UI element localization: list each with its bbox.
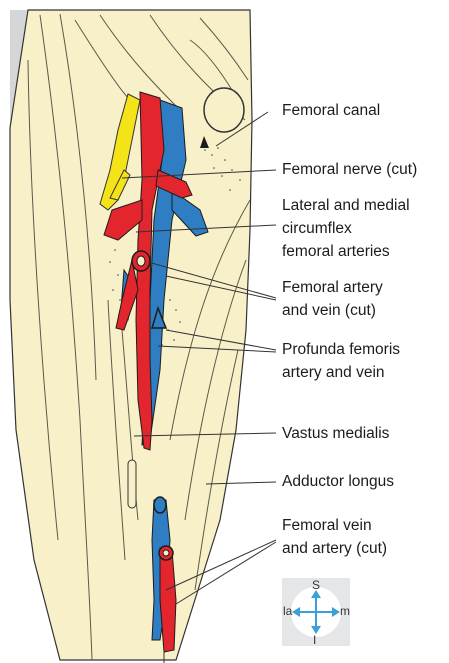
label-femoral-va-line2: and artery (cut) — [282, 539, 387, 559]
label-femoral-va-line1: Femoral vein — [282, 516, 372, 536]
femoral-vein-lower-cut — [154, 497, 166, 513]
compass-inferior-label: I — [313, 633, 316, 647]
femoral-artery-lower-lumen — [163, 550, 169, 556]
label-circumflex-line3: femoral arteries — [282, 242, 390, 262]
label-circumflex-line2: circumflex — [282, 219, 352, 239]
small-vessel-segment — [128, 460, 136, 508]
label-femoral-av-line2: and vein (cut) — [282, 301, 376, 321]
compass-medial-label: m — [340, 604, 350, 618]
label-femoral-nerve: Femoral nerve (cut) — [282, 160, 417, 180]
label-profunda-line1: Profunda femoris — [282, 340, 400, 360]
label-adductor-longus: Adductor longus — [282, 472, 394, 492]
label-vastus-medialis: Vastus medialis — [282, 424, 389, 444]
compass-lateral-label: la — [283, 604, 292, 618]
label-femoral-av-line1: Femoral artery — [282, 278, 383, 298]
compass-superior-label: S — [312, 578, 320, 592]
label-femoral-canal: Femoral canal — [282, 101, 380, 121]
label-circumflex-line1: Lateral and medial — [282, 196, 410, 216]
femoral-canal-ring — [204, 88, 244, 132]
femoral-artery-cut-lumen — [137, 256, 145, 266]
label-profunda-line2: artery and vein — [282, 363, 385, 383]
